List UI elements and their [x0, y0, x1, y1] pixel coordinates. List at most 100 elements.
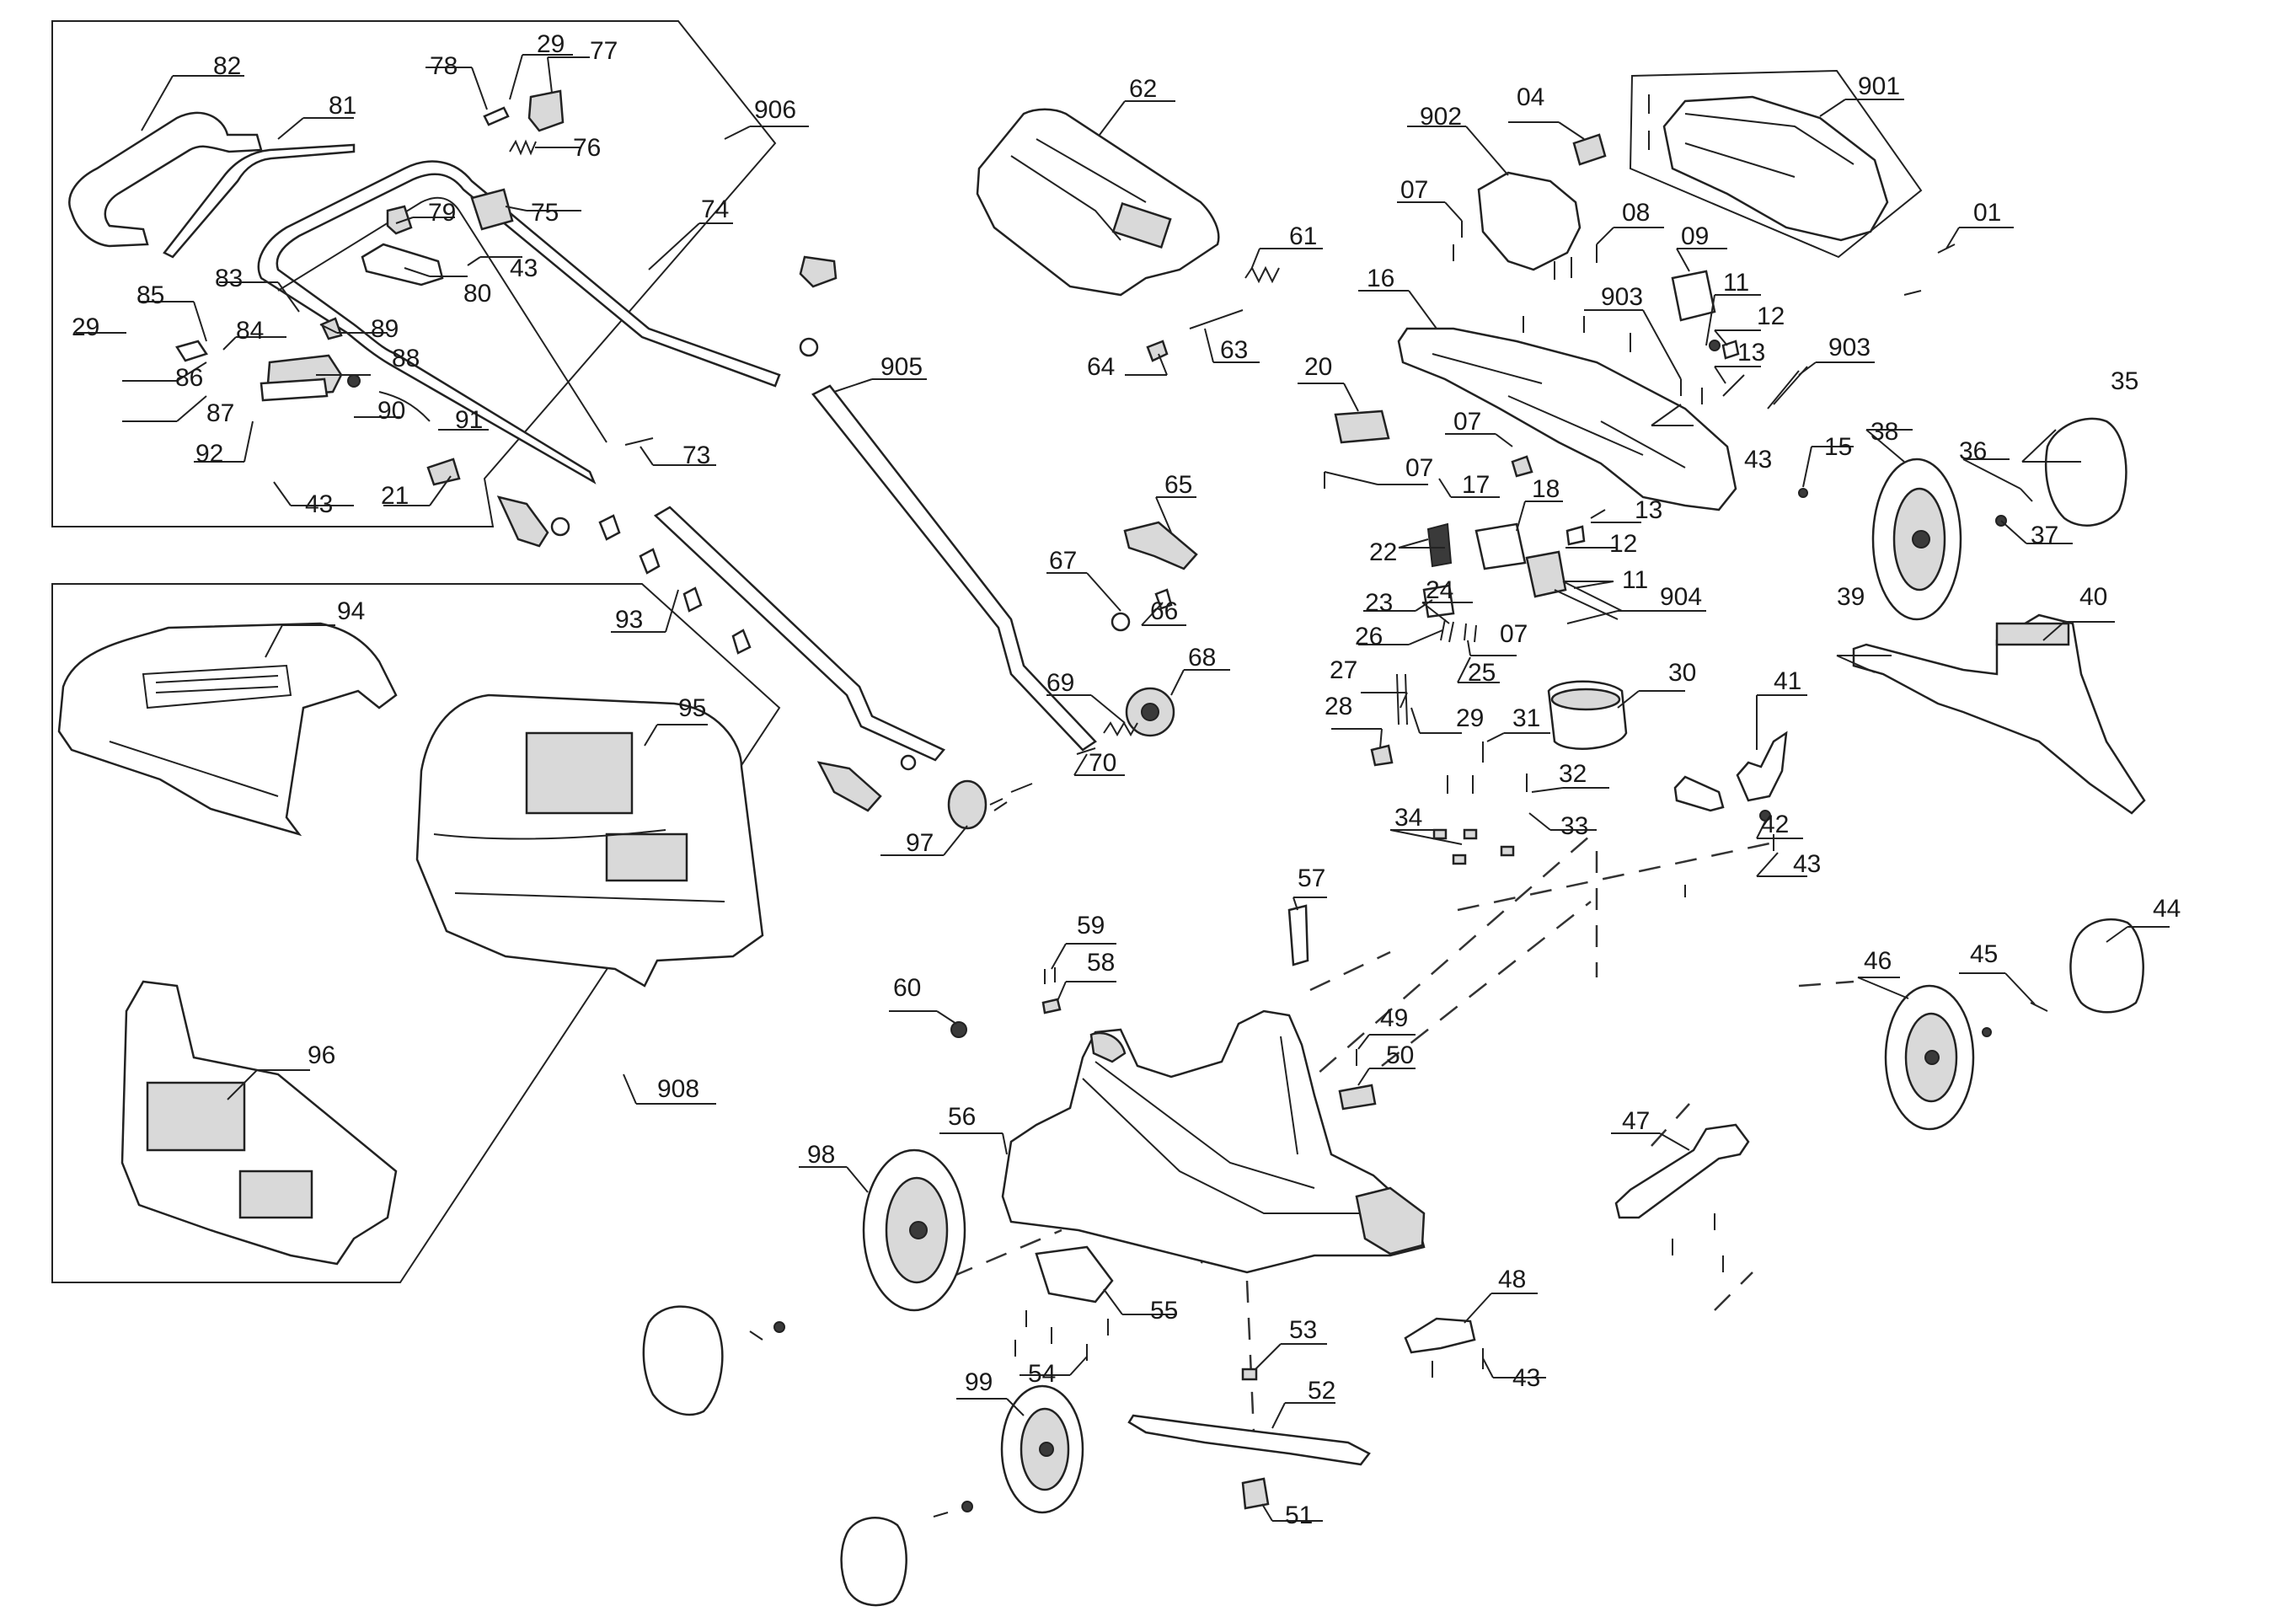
part-93: [598, 514, 621, 541]
label-98: 98: [807, 1141, 835, 1169]
part-hubcap-rear-left: [840, 1517, 907, 1607]
label-94: 94: [337, 597, 365, 625]
part-25: [1464, 623, 1477, 643]
label-69: 69: [1046, 669, 1074, 697]
label-46: 46: [1864, 947, 1892, 975]
label-79: 79: [428, 199, 456, 227]
label-23: 23: [1365, 589, 1393, 617]
label-21: 21: [381, 482, 409, 510]
part-41-link: [1673, 775, 1725, 812]
label-43: 43: [305, 490, 333, 518]
label-07: 07: [1405, 454, 1433, 482]
label-11: 11: [1723, 269, 1749, 297]
part-04-latch: [1572, 133, 1607, 166]
label-33: 33: [1560, 812, 1588, 840]
label-73: 73: [682, 442, 710, 469]
label-43: 43: [1512, 1364, 1540, 1392]
part-902-housing: [1477, 171, 1582, 271]
label-34: 34: [1394, 804, 1422, 832]
label-12: 12: [1609, 530, 1637, 558]
label-24: 24: [1426, 576, 1453, 604]
label-44: 44: [2153, 895, 2181, 923]
grass-catcher-assembly: [57, 622, 764, 1266]
label-43: 43: [510, 254, 538, 282]
part-51: [1241, 1477, 1270, 1510]
label-67: 67: [1049, 547, 1077, 575]
label-89: 89: [371, 315, 399, 343]
part-11a: [1709, 340, 1721, 351]
label-85: 85: [136, 281, 164, 309]
label-38: 38: [1871, 418, 1898, 446]
label-04: 04: [1517, 83, 1544, 111]
part-16-motor-housing: [1397, 327, 1737, 511]
label-74: 74: [701, 195, 729, 223]
screws-07-08: [1453, 221, 1598, 280]
part-70: [1076, 747, 1096, 755]
label-43: 43: [1793, 850, 1821, 878]
label-11: 11: [1622, 566, 1648, 594]
label-27: 27: [1330, 656, 1357, 684]
part-18-plate: [1474, 522, 1527, 570]
label-99: 99: [965, 1368, 993, 1396]
label-91: 91: [455, 406, 483, 434]
handle-hardware: [426, 255, 1198, 830]
label-68: 68: [1188, 644, 1216, 672]
part-85: [175, 340, 208, 362]
label-906: 906: [754, 96, 796, 124]
label-87: 87: [206, 399, 234, 427]
label-97: 97: [906, 829, 934, 857]
part-61-spring: [1244, 265, 1280, 284]
part-20-switch: [1334, 410, 1390, 444]
part-77: [527, 89, 565, 132]
label-43: 43: [1744, 446, 1772, 474]
label-50: 50: [1386, 1041, 1414, 1069]
label-95: 95: [678, 694, 706, 722]
label-65: 65: [1164, 471, 1192, 499]
part-78: [483, 106, 510, 126]
part-60: [950, 1021, 967, 1038]
label-49: 49: [1380, 1004, 1408, 1032]
part-64: [1146, 340, 1169, 362]
part-13a: [1722, 374, 1745, 397]
label-39: 39: [1837, 583, 1865, 611]
part-35-hubcap: [2044, 417, 2127, 527]
part-hubcap-front-left: [642, 1305, 724, 1416]
part-41-bracket: [1736, 731, 1788, 802]
part-24: [1440, 618, 1454, 643]
label-66: 66: [1150, 597, 1178, 625]
part-94-lid: [57, 622, 398, 837]
part-42: [1759, 810, 1771, 822]
label-15: 15: [1824, 433, 1852, 461]
part-95-frame: [415, 693, 764, 988]
mower-deck-assembly: [642, 904, 1484, 1607]
label-30: 30: [1668, 659, 1696, 687]
label-40: 40: [2079, 583, 2107, 611]
label-18: 18: [1532, 475, 1560, 503]
label-13: 13: [1737, 339, 1765, 367]
part-904-board: [1525, 550, 1567, 598]
label-37: 37: [2031, 522, 2058, 549]
label-84: 84: [236, 317, 264, 345]
part-15: [1798, 488, 1808, 498]
label-901: 901: [1858, 72, 1900, 100]
label-07: 07: [1453, 408, 1481, 436]
group-frame-908: [51, 583, 781, 1283]
label-42: 42: [1761, 811, 1789, 838]
label-07: 07: [1400, 176, 1428, 204]
label-29: 29: [537, 30, 565, 58]
label-16: 16: [1367, 265, 1394, 292]
part-76: [509, 139, 537, 156]
label-28: 28: [1325, 693, 1352, 720]
part-80: [361, 243, 444, 286]
label-908: 908: [657, 1075, 699, 1103]
part-53: [1241, 1368, 1258, 1381]
part-52-blade: [1127, 1414, 1371, 1466]
part-74-handle: [257, 160, 781, 484]
part-27-rod: [1396, 673, 1408, 725]
label-45: 45: [1970, 940, 1998, 968]
label-55: 55: [1150, 1297, 1178, 1325]
group-frame-906: [51, 20, 777, 527]
part-lower-tube-left: [653, 506, 945, 762]
part-62-cover: [976, 108, 1220, 297]
part-lower-clamp-right: [816, 761, 882, 812]
